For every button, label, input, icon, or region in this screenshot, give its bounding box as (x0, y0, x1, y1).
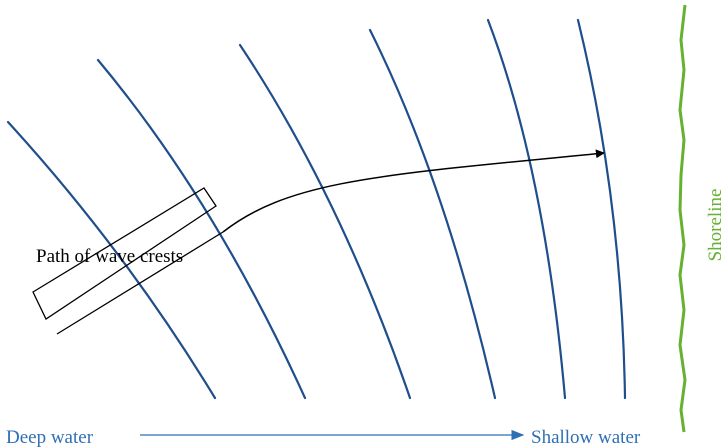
wave-crest-5 (486, 18, 567, 400)
shallow-water-label: Shallow water (531, 427, 641, 448)
shoreline-label: Shoreline (705, 189, 725, 262)
path-label: Path of wave crests (36, 246, 183, 267)
shoreline (678, 4, 687, 433)
wave-crest-2 (96, 58, 307, 400)
path-arrow (222, 149, 605, 233)
wave-crest-4 (368, 28, 497, 400)
deep-water-label: Deep water (6, 427, 94, 448)
wave-crest-6 (576, 18, 627, 400)
wave-crest-box (32, 187, 217, 320)
path-tail-line (56, 231, 224, 335)
wave-crest-1 (6, 120, 217, 400)
wave-crests (6, 18, 627, 400)
wave-crest-3 (238, 43, 412, 400)
